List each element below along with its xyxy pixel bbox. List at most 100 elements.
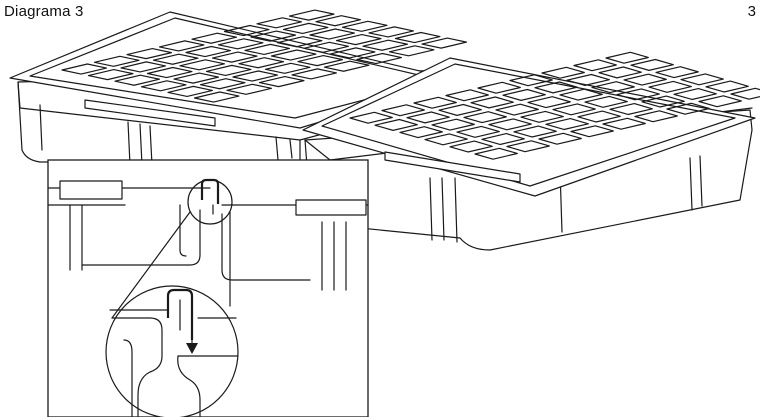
grate-cell [329, 47, 376, 59]
grate-cell [167, 85, 214, 98]
left-spill-pallet [9, 9, 468, 166]
grate-cell [185, 45, 232, 58]
grate-cell [591, 81, 635, 94]
grate-cell [158, 40, 205, 52]
right-grate-cells [349, 51, 760, 160]
grate-cell [488, 118, 532, 131]
grate-cell [609, 103, 653, 116]
grate-cell [538, 132, 582, 145]
grate-cell [655, 66, 699, 79]
grate-cell [114, 74, 161, 86]
grate-cell [179, 59, 226, 71]
grate-cell [534, 81, 578, 94]
grate-cell [705, 80, 749, 93]
grate-cell [288, 9, 335, 21]
grate-cell [474, 147, 518, 160]
grate-cell [673, 88, 717, 101]
grate-cell [438, 103, 482, 116]
grate-cell [250, 30, 297, 42]
grate-cell [270, 49, 317, 61]
grate-cell [477, 81, 521, 94]
grate-cell [276, 36, 323, 48]
grate-cell [445, 89, 489, 102]
grate-cell [223, 24, 270, 37]
grate-cell [87, 68, 134, 81]
grate-cell [424, 133, 468, 146]
grate-cell [191, 32, 238, 44]
grate-cell [421, 37, 468, 49]
grate-cell [559, 88, 603, 101]
grate-cell [193, 91, 240, 103]
grate-cell [481, 133, 525, 146]
grate-cell [388, 45, 435, 57]
grate-cell [341, 20, 388, 32]
grate-cell [291, 68, 338, 80]
grate-cell [323, 60, 370, 72]
grate-cell [566, 73, 610, 86]
grate-cell [463, 111, 507, 124]
grate-cell [244, 43, 291, 56]
grate-cell [349, 111, 393, 124]
grate-cell [205, 64, 252, 77]
grate-cell [381, 104, 425, 117]
grate-cell [126, 47, 173, 60]
grate-cell [680, 73, 724, 86]
grate-cell [335, 33, 382, 46]
grate-cell [394, 31, 441, 44]
grate-cell [584, 95, 628, 108]
grate-cell [573, 59, 617, 72]
grate-cell [413, 96, 457, 109]
grate-cell [634, 110, 678, 123]
grate-cell [356, 52, 403, 65]
grate-cell [431, 118, 475, 131]
grate-cell [173, 72, 220, 84]
grate-cell [226, 83, 273, 95]
grate-cell [303, 41, 350, 53]
grate-cell [648, 80, 692, 93]
grate-cell [282, 22, 329, 35]
grate-cell [605, 51, 649, 64]
left-grate-cells [61, 9, 468, 103]
detail-callout-box [47, 159, 369, 417]
grate-cell [258, 75, 305, 88]
grate-cell [238, 57, 285, 69]
grate-cell [93, 55, 140, 67]
magnified-hook-detail [109, 288, 239, 417]
grate-cell [399, 126, 443, 139]
page-number: 3 [747, 3, 756, 20]
grate-cell [506, 140, 550, 153]
grate-cell [470, 96, 514, 109]
grate-cell [541, 66, 585, 79]
grate-cell [297, 54, 344, 67]
grate-cell [641, 95, 685, 108]
grate-cell [152, 53, 199, 65]
grate-cell [456, 125, 500, 138]
grate-cell [495, 103, 539, 116]
grate-cell [630, 58, 674, 71]
grate-cell [598, 66, 642, 79]
grate-cell [264, 62, 311, 74]
grate-cell [217, 38, 264, 50]
grate-cell [602, 117, 646, 130]
grate-cell [449, 140, 493, 153]
grate-cell [527, 96, 571, 109]
grate-cell [730, 87, 760, 100]
grate-cell [406, 111, 450, 124]
grate-cell [666, 102, 710, 115]
grate-cell [199, 78, 246, 90]
grate-cell [61, 63, 108, 75]
grate-cell [374, 118, 418, 131]
grate-cell [362, 39, 409, 51]
grate-cell [502, 88, 546, 101]
diagram-title: Diagrama 3 [4, 3, 84, 20]
arrow-head-icon [186, 343, 198, 354]
grate-cell [146, 66, 193, 79]
grate-cell [616, 88, 660, 101]
grate-cell [368, 26, 415, 38]
grate-cell [120, 61, 167, 73]
grate-cell [513, 125, 557, 138]
grate-cell [698, 95, 742, 108]
grate-cell [315, 15, 362, 27]
grate-cell [545, 118, 589, 131]
